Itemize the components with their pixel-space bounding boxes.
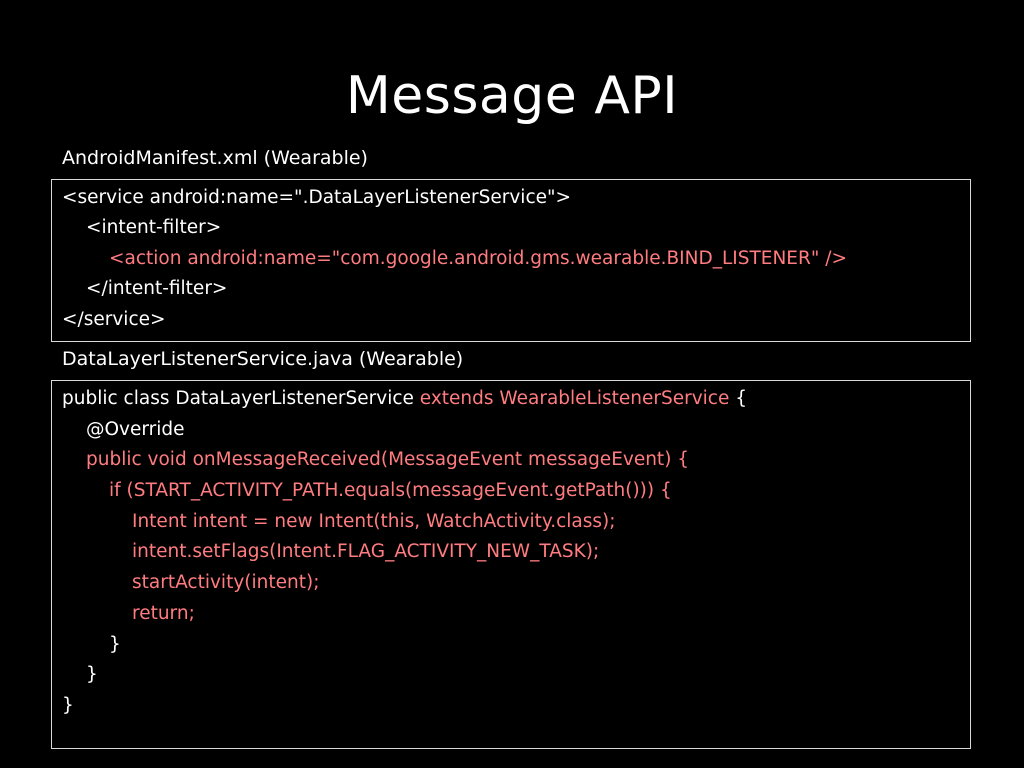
code-line: </service> — [62, 308, 166, 330]
code-line-highlighted: Intent intent = new Intent(this, WatchAc… — [132, 510, 616, 532]
code-line: <intent-filter> — [86, 217, 222, 239]
slide-title: Message API — [345, 66, 679, 126]
code-line-highlighted: intent.setFlags(Intent.FLAG_ACTIVITY_NEW… — [132, 541, 600, 563]
class-decl-prefix: public class DataLayerListenerService — [62, 388, 420, 409]
code-line: } — [86, 664, 98, 686]
class-decl-suffix: { — [729, 388, 748, 409]
java-section-label: DataLayerListenerService.java (Wearable) — [62, 348, 464, 370]
code-line: } — [62, 694, 74, 716]
code-line-highlighted: <action android:name="com.google.android… — [109, 247, 847, 269]
manifest-section-label: AndroidManifest.xml (Wearable) — [62, 147, 368, 169]
code-line: <service android:name=".DataLayerListene… — [62, 187, 572, 208]
code-line: @Override — [86, 418, 185, 440]
java-code-box: public class DataLayerListenerService ex… — [51, 380, 971, 749]
class-decl-extends: extends WearableListenerService — [419, 388, 730, 409]
code-line-highlighted: return; — [132, 602, 195, 624]
code-line-highlighted: if (START_ACTIVITY_PATH.equals(messageEv… — [109, 480, 672, 502]
code-line: </intent-filter> — [86, 278, 228, 300]
code-line-class-declaration: public class DataLayerListenerService ex… — [62, 384, 970, 415]
code-line-highlighted: public void onMessageReceived(MessageEve… — [86, 449, 690, 471]
manifest-code-box: <service android:name=".DataLayerListene… — [51, 179, 971, 342]
code-line: } — [109, 633, 121, 655]
code-line-highlighted: startActivity(intent); — [132, 572, 320, 594]
